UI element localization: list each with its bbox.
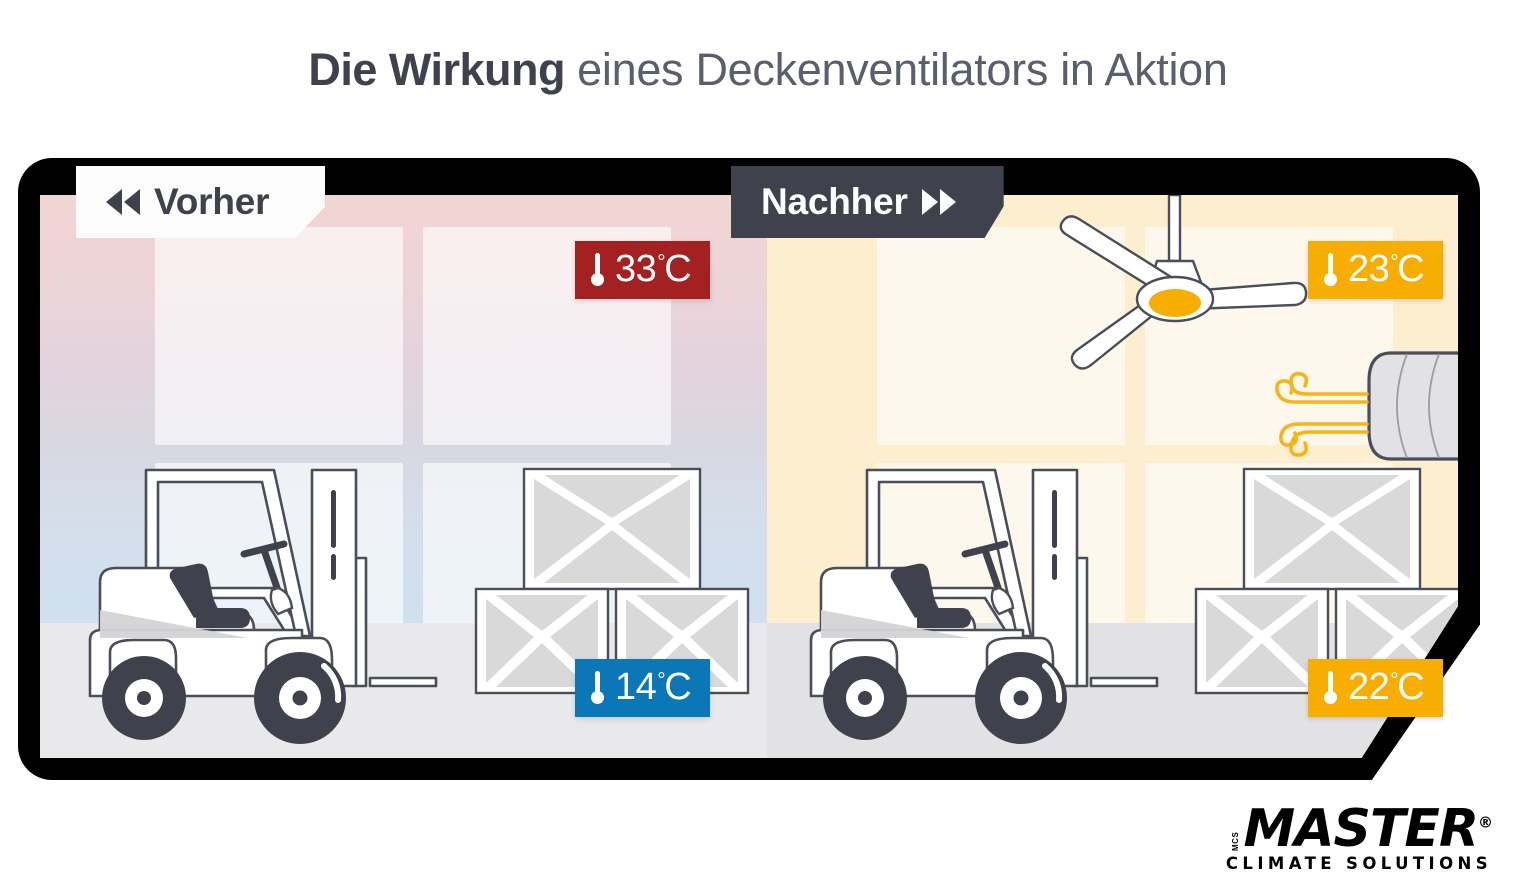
brand-logo-tagline: CLIMATE SOLUTIONS [1225,854,1492,873]
air-duct-icon [1367,351,1458,461]
brand-logo-tiny-text: MCS [1230,831,1240,851]
forklift-after [809,468,1159,744]
window-pane [877,227,1125,445]
hood-shade [821,610,969,638]
lever-base [990,586,1015,616]
tab-label-before-text: Vorher [154,181,270,222]
thermometer-icon [590,669,606,707]
window-pane [155,227,403,445]
temperature-reading: 22°C [1348,666,1425,708]
scene-frame-inner [40,195,1458,758]
brand-logo: MCS MASTER® CLIMATE SOLUTIONS [1225,798,1493,873]
tab-label-before[interactable]: Vorher [76,166,326,238]
fan-light [1149,289,1201,317]
airflow-swirls-icon [1275,371,1369,457]
temperature-badge-before-top: 33°C [575,241,711,299]
brand-logo-row: MCS MASTER® [1226,798,1493,859]
thermometer-icon [590,251,606,289]
scene-frame [18,158,1480,780]
wheel-front [975,652,1067,744]
fork-tine [1089,676,1159,688]
registered-trademark-icon: ® [1478,813,1493,832]
thermometer-icon [1323,251,1339,289]
temperature-reading: 14°C [615,666,692,708]
wheel-rear [823,656,907,740]
temperature-badge-after-bottom: 22°C [1308,659,1444,717]
hood-shade [100,610,248,638]
seat [890,563,971,628]
fan-blade-3 [1070,291,1165,370]
fan-blade-1 [1059,215,1173,293]
fan-blade-2 [1187,281,1308,311]
fan-downrod [1167,195,1182,263]
double-arrow-right-icon [921,189,956,215]
mast-slot [331,490,336,580]
temperature-badge-before-bottom: 14°C [575,659,711,717]
tab-label-after-text: Nachher [761,181,908,222]
tab-label-after[interactable]: Nachher [731,166,1004,238]
page-title-rest: eines Deckenventilators in Aktion [564,44,1228,95]
fork-tine [368,676,438,688]
wheel-front [254,652,346,744]
temperature-reading: 23°C [1348,248,1425,290]
double-arrow-left-icon [106,189,140,215]
forklift-before [88,468,438,744]
thermometer-icon [1323,669,1339,707]
page-title-bold: Die Wirkung [308,44,565,95]
page-title: Die Wirkung eines Deckenventilators in A… [0,44,1536,96]
temperature-reading: 33°C [615,248,692,290]
brand-logo-name: MASTER® [1243,798,1493,859]
mast-slot [1052,490,1057,580]
temperature-badge-after-top: 23°C [1308,241,1444,299]
ceiling-fan-icon [1059,195,1308,370]
wheel-rear [102,656,186,740]
seat [169,563,250,628]
lever-base [269,586,294,616]
